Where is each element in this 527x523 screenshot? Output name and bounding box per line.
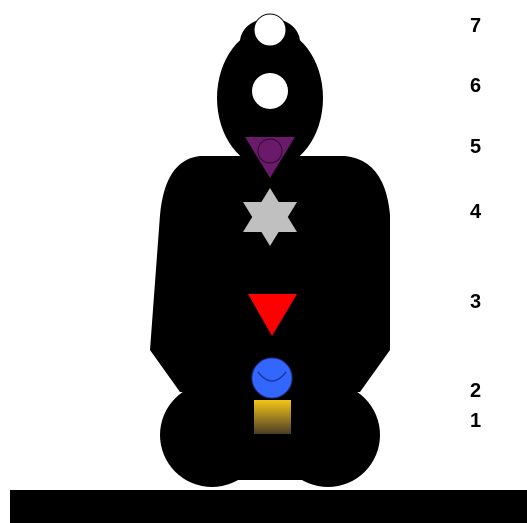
root-chakra-square bbox=[254, 400, 291, 434]
chakra-number-5: 5 bbox=[470, 137, 481, 157]
ground-bar bbox=[10, 490, 527, 523]
chakra-number-7: 7 bbox=[470, 16, 481, 36]
third-eye-chakra-circle bbox=[252, 73, 288, 109]
chakra-number-1: 1 bbox=[470, 411, 481, 431]
chakra-number-4: 4 bbox=[470, 202, 481, 222]
chakra-number-6: 6 bbox=[470, 76, 481, 96]
sacral-chakra-icon bbox=[252, 358, 292, 398]
chakra-number-3: 3 bbox=[470, 292, 481, 312]
chakra-number-2: 2 bbox=[470, 381, 481, 401]
crown-chakra-circle bbox=[254, 14, 286, 46]
